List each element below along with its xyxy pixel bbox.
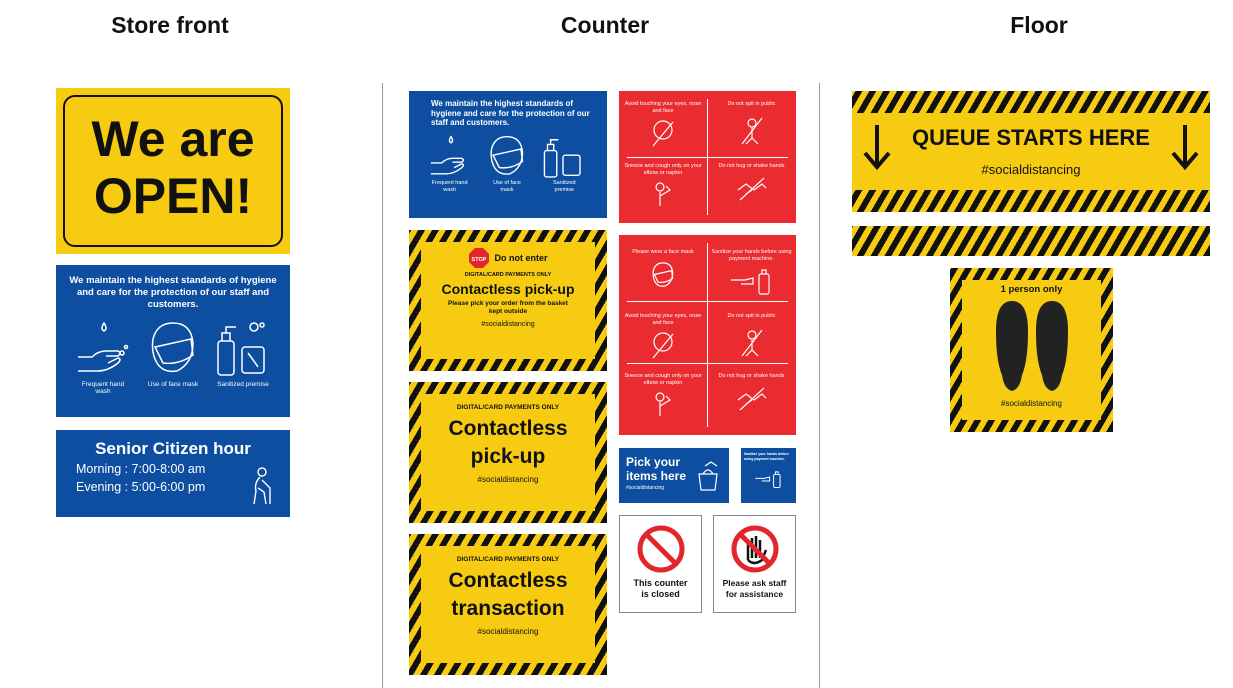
hand-wash-icon-small [430, 134, 464, 175]
transaction-digital: DIGITAL/CARD PAYMENTS ONLY [456, 556, 560, 563]
pick-items-line2: items here [626, 469, 687, 483]
column-title-store-front: Store front [111, 12, 229, 38]
pick-items-sign: Pick your items here #socialdistancing [619, 448, 729, 503]
hygiene-item-face-mask-small: Use of face mask [493, 179, 521, 193]
counter-closed-sign: This counter is closed [619, 515, 702, 613]
contactless-transaction-sign: DIGITAL/CARD PAYMENTS ONLY Contactless t… [409, 534, 607, 675]
sanitize-hands-icon-small [754, 471, 781, 488]
hygiene-item-hand-wash-small: Frequent hand wash [431, 179, 468, 193]
sanitize-small-text: Sanitize your hands before using payment… [744, 452, 789, 461]
ask-staff-line2: for assistance [725, 589, 784, 599]
no-touch-hand-icon [731, 525, 778, 573]
hygiene-item-hand-wash: Frequent hand wash [81, 381, 125, 395]
one-person-hashtag: #socialdistancing [1001, 399, 1062, 408]
counter-closed-line2: is closed [641, 589, 680, 599]
senior-morning: Morning : 7:00-8:00 am [76, 462, 206, 476]
red2-cell-sanitize: Sanitize your hands before using payment… [711, 249, 792, 262]
pickup-big-hashtag: #socialdistancing [477, 475, 539, 484]
queue-title: QUEUE STARTS HERE [912, 125, 1150, 150]
pickup-small-note: Please pick your order from the basket k… [448, 300, 568, 315]
no-touching-face-icon-2 [652, 332, 674, 359]
hand-wash-icon [78, 321, 129, 372]
arrow-down-right-icon [1171, 125, 1199, 171]
basket-hand-icon [698, 461, 718, 491]
pickup-big-line1: Contactless [448, 417, 568, 440]
do-not-enter-label: Do not enter [494, 253, 548, 263]
red1-cell-no-hug: Do not hug or shake hands [718, 163, 785, 169]
transaction-line2: transaction [451, 597, 565, 620]
pickup-big-digital: DIGITAL/CARD PAYMENTS ONLY [456, 404, 560, 411]
counter-closed-line1: This counter [633, 578, 688, 588]
contactless-pickup-small-sign: STOP Do not enter DIGITAL/CARD PAYMENTS … [409, 230, 607, 371]
ask-staff-sign: Please ask staff for assistance [713, 515, 796, 613]
senior-title: Senior Citizen hour [95, 439, 251, 458]
queue-hashtag: #socialdistancing [981, 162, 1081, 177]
one-person-title: 1 person only [1000, 284, 1063, 295]
column-title-counter: Counter [560, 12, 650, 38]
divider-right [819, 83, 820, 688]
pick-items-line1: Pick your [626, 455, 681, 469]
red2-cell-avoid-touching: Avoid touching your eyes, nose and face [624, 313, 702, 326]
red1-cell-avoid-touching: Avoid touching your eyes, nose and face [624, 101, 702, 114]
open-sign-line2: OPEN! [93, 168, 253, 224]
ask-staff-line1: Please ask staff [722, 578, 787, 588]
hygiene-item-sanitized: Sanitized premise [217, 381, 269, 388]
svg-text:STOP: STOP [471, 257, 486, 263]
sanitizer-spray-icon [216, 322, 265, 376]
prohibited-icon [637, 525, 684, 573]
red2-cell-no-hug: Do not hug or shake hands [718, 373, 785, 379]
open-sign-line1: We are [91, 111, 255, 167]
sneeze-elbow-icon [655, 182, 671, 206]
face-mask-icon [151, 322, 194, 373]
red-rules-sign-2: Please wear a face mask Sanitize your ha… [619, 235, 796, 435]
red2-cell-sneeze: Sneeze and cough only on your elbow or n… [624, 373, 702, 386]
red2-cell-no-spit: Do not spit in public [727, 313, 776, 319]
contactless-pickup-sign: DIGITAL/CARD PAYMENTS ONLY Contactless p… [409, 382, 607, 523]
no-handshake-icon-2 [737, 387, 766, 410]
face-mask-icon-small [490, 135, 524, 175]
pickup-small-title: Contactless pick-up [441, 281, 575, 297]
sneeze-elbow-icon-2 [655, 392, 671, 416]
elderly-person-icon [253, 467, 271, 505]
pickup-small-hashtag: #socialdistancing [481, 321, 535, 328]
pickup-small-digital: DIGITAL/CARD PAYMENTS ONLY [464, 272, 552, 278]
red1-cell-sneeze: Sneeze and cough only on your elbow or n… [624, 163, 702, 176]
pick-items-hashtag: #socialdistancing [626, 485, 665, 491]
queue-starts-sign: QUEUE STARTS HERE #socialdistancing [852, 91, 1210, 212]
queue-tape-strip [852, 226, 1210, 256]
red1-cell-no-spit: Do not spit in public [727, 101, 776, 107]
column-title-floor: Floor [1010, 12, 1068, 38]
hygiene-item-sanitized-small: Sanitized premise [552, 179, 576, 193]
hygiene-sign-small: We maintain the highest standards of hyg… [409, 91, 607, 218]
hygiene-text-small: We maintain the highest standards of hyg… [431, 99, 590, 127]
stop-sign-icon: STOP [468, 248, 489, 268]
no-handshake-icon [737, 177, 766, 200]
wear-mask-icon [652, 261, 674, 287]
no-spit-icon-2 [741, 329, 762, 356]
we-are-open-sign: We are OPEN! [56, 88, 290, 254]
sanitizer-spray-icon-small [544, 138, 582, 178]
no-touching-face-icon [652, 120, 674, 147]
arrow-down-left-icon [863, 125, 891, 171]
sanitize-hands-icon [730, 269, 770, 295]
senior-evening: Evening : 5:00-6:00 pm [76, 480, 206, 494]
red2-cell-wear-mask: Please wear a face mask [632, 249, 694, 255]
footprints-icon [995, 301, 1068, 391]
transaction-line1: Contactless [448, 569, 568, 592]
hygiene-item-face-mask: Use of face mask [147, 381, 199, 388]
divider-left [382, 83, 383, 688]
pickup-big-line2: pick-up [470, 445, 546, 468]
hygiene-sign-large: We maintain the highest standards of hyg… [56, 265, 290, 417]
red-rules-sign-1: Avoid touching your eyes, nose and face … [619, 91, 796, 223]
transaction-hashtag: #socialdistancing [477, 627, 539, 636]
senior-citizen-sign: Senior Citizen hour Morning : 7:00-8:00 … [56, 430, 290, 517]
sanitize-small-sign: Sanitize your hands before using payment… [741, 448, 796, 503]
hygiene-text: We maintain the highest standards of hyg… [69, 275, 277, 310]
no-spit-icon [741, 117, 762, 144]
one-person-sign: 1 person only #socialdistancing [950, 268, 1113, 432]
